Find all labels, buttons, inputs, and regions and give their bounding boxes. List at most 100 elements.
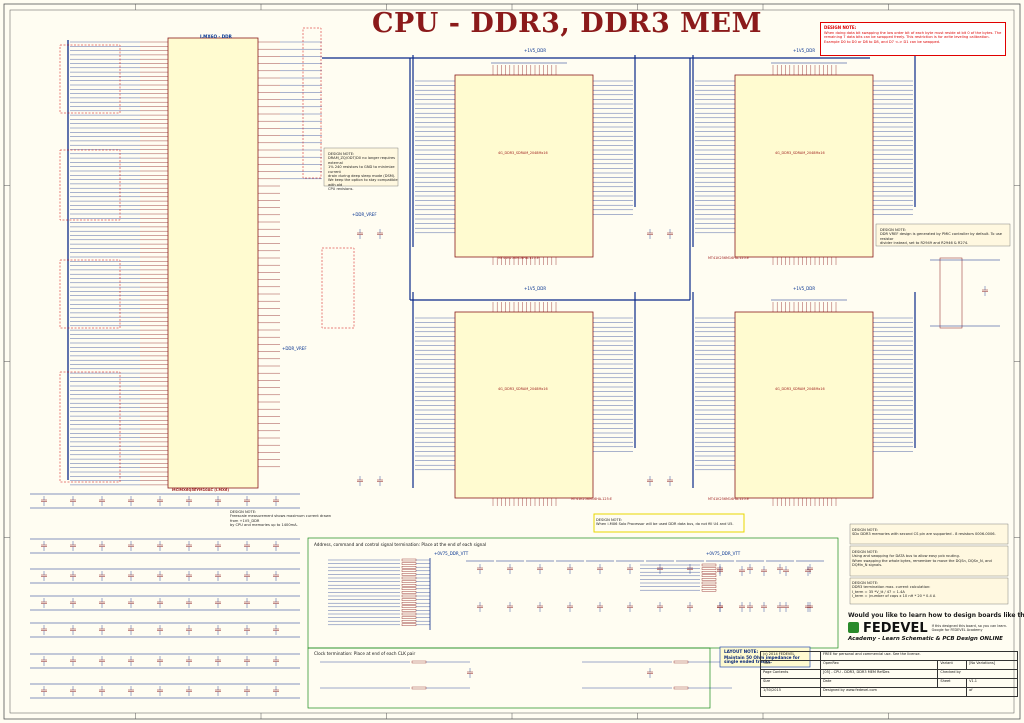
warning-text: When doing data bit swapping the low ord… [824,31,1002,44]
termination-resistor [401,587,417,590]
mem-part-4: 4G_DDR3_SDRAM_2048Mx16 [775,387,825,391]
byte-lane-group [59,259,121,329]
byte-lane-group [59,371,121,483]
tb-project: OpenRex [819,660,939,670]
clock-termination-title: Clock termination: Place at end of each … [314,651,416,656]
memory-chip [734,74,874,258]
tb-size-label: Size [760,678,821,688]
termination-resistor [401,573,417,576]
termination-resistor [401,598,417,601]
power-label-1: +1V5_DDR [524,48,547,53]
tb-variant-label: Variant [937,660,968,670]
termination-resistor [701,581,717,585]
termination-resistor [401,602,417,605]
tb-copyright: (c) 2014 FEDEVEL [760,651,821,661]
tb-of: of [966,687,1018,697]
termination-resistor [401,569,417,572]
clock-resistor [411,660,427,664]
termination-resistor [701,585,717,588]
mem-part-2: 4G_DDR3_SDRAM_2048Mx16 [775,151,825,155]
termination-resistor [401,612,417,616]
memory-chip [454,311,594,499]
tb-page-label: Page Contents [760,669,821,679]
design-note-box [849,577,1009,605]
memory-chip [454,74,594,258]
termination-resistor [401,594,417,598]
termination-resistor [401,609,417,612]
single-ended-note: DESIGN NOTE: When i.MX6 Solo Processor w… [596,518,734,527]
warning-heading: DESIGN NOTE: [824,25,857,30]
termination-resistor [701,563,717,567]
fedevel-logo-icon [848,622,859,633]
address-group [302,27,322,179]
termination-resistor [701,589,717,592]
design-note-a: DESIGN NOTE: SDx DDR3 memories with seco… [852,528,996,537]
design-note-box [849,523,1009,545]
tb-page: [05] - CPU - DDR3, DDR3 MEM RefDes [819,669,939,679]
vtt-label-2: +0V75_DDR_VTT [706,551,741,556]
termination-resistor [401,584,417,587]
tb-checked: Checked by [937,669,1018,679]
memory-chip [734,311,874,499]
tb-sheet-label: Sheet [937,678,968,688]
clock-resistor [673,686,689,690]
termination-resistor [401,616,417,619]
termination-resistor [401,605,417,608]
termination-resistor [401,620,417,623]
termination-resistor [401,576,417,580]
fedevel-question: Would you like to learn how to design bo… [848,612,1024,619]
termination-resistor [401,562,417,565]
tb-title-label: Title [760,660,821,670]
mem-footprint-3: MT41K256M16HA-125:E [571,497,613,501]
tb-rev: V1.1 [966,678,1018,688]
mem-part-3: 4G_DDR3_SDRAM_2048Mx16 [498,387,548,391]
design-note-b: DESIGN NOTE: Using and swapping for DATA… [852,550,992,568]
vtt-label-1: +0V75_DDR_VTT [434,551,469,556]
termination-resistor [401,566,417,569]
layout-note-title: LAYOUT NOTE: [724,649,759,654]
byte-lane-group [59,44,121,114]
byte-lane-group [59,149,121,221]
zq-note: DESIGN NOTE: DRAM_ZQ/ODT/D0 no longer re… [328,152,398,192]
cpu-symbol [167,37,259,489]
clock-resistor [411,686,427,690]
termination-resistor [701,574,717,577]
termination-resistor [701,578,717,581]
tb-license: FREE for personal and commercial use. Se… [819,651,1019,661]
design-note-box [323,147,399,187]
vref-label-2: +DDR_VREF [282,346,307,351]
sheet-title: CPU - DDR3, DDR3 MEM [372,8,763,39]
fedevel-banner: Would you like to learn how to design bo… [848,612,1024,652]
vref-label-1: +DDR_VREF [352,212,377,217]
power-label-2: +1V5_DDR [793,48,816,53]
design-note-c: DESIGN NOTE: DDR3 termination max. curre… [852,581,936,599]
ddr-vref-note: DESIGN NOTE: DDR VREF design is generate… [880,228,1002,246]
fedevel-side-text: If this designed this board, so you can … [931,623,1008,632]
single-ended-note-box [593,513,745,533]
power-label-4: +1V5_DDR [793,286,816,291]
title-block: (c) 2014 FEDEVEL FREE for personal and c… [760,651,1019,713]
tb-date: 1/30/2015 [760,687,821,697]
termination-resistor [701,567,717,570]
termination-resistor [401,623,417,626]
termination-resistor [401,580,417,583]
addr-termination-title: Address, command and control signal term… [314,542,487,547]
fedevel-logo: FEDEVEL [863,621,928,636]
vref-area [939,257,963,329]
mem-footprint-4: MT41K256M16HA-125:E [708,497,750,501]
mem-footprint-1: MT41K256M16HA-125:E [498,256,540,260]
clock-termination-area [307,647,711,709]
tb-variant: [No Variations] [966,660,1018,670]
design-note-box [875,223,1011,247]
termination-resistor [401,558,417,562]
cpu-name: I.MX6Q - DDR [200,34,232,39]
design-warning-box: DESIGN NOTE: When doing data bit swappin… [820,22,1006,56]
address-termination-area [307,537,839,649]
mem-footprint-2: MT41K256M16HA-125:E [708,256,750,260]
tb-designer: Designed by www.fedevel.com [819,687,968,697]
termination-resistor [701,571,717,574]
clock-resistor [673,660,689,664]
clock-group [321,247,355,329]
